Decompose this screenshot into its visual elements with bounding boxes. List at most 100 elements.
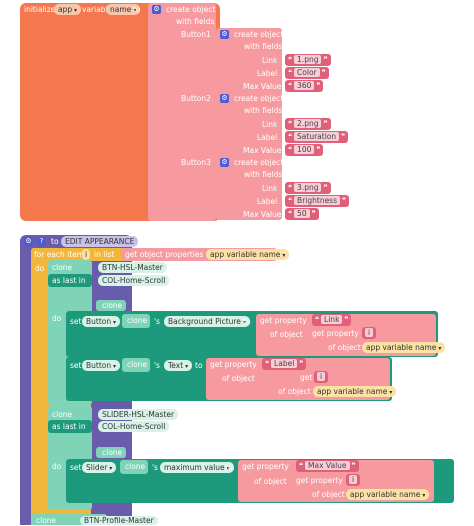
create-object-label: create object <box>234 158 284 167</box>
for-each-label: for each item <box>34 250 85 259</box>
do-label: do <box>35 264 45 273</box>
app-variable-dropdown[interactable]: app variable name <box>346 489 430 500</box>
item-ref[interactable]: i <box>346 474 361 486</box>
procedure-name[interactable]: EDIT APPEARANCE <box>61 236 139 247</box>
field-link-label: Link <box>262 120 278 129</box>
text-dropdown[interactable]: Text <box>164 360 193 371</box>
scope-dropdown[interactable]: app <box>54 4 82 15</box>
of-object-label: of object <box>254 477 287 486</box>
button-component-dropdown[interactable]: Button <box>82 360 121 371</box>
clone-ref-label: clone <box>125 462 146 471</box>
gear-icon[interactable]: ⚙ <box>220 30 229 39</box>
with-fields-label: with fields <box>176 17 215 26</box>
button2-label-value[interactable]: ❝Saturation❞ <box>285 131 349 143</box>
button3-label-value[interactable]: ❝Brightness❞ <box>285 195 350 207</box>
do-label: do <box>52 462 62 471</box>
variable-label: variable <box>82 5 113 14</box>
field-max-label: Max Value <box>243 210 282 219</box>
get-property-label: get property <box>210 360 257 369</box>
gear-icon[interactable]: ⚙ <box>152 5 161 14</box>
field-label-label: Label <box>257 197 278 206</box>
link-string[interactable]: ❝Link❞ <box>312 314 352 326</box>
create-object-label: create object <box>166 5 216 14</box>
s-label: 's <box>154 317 160 326</box>
max-value-string[interactable]: ❝Max Value❞ <box>296 460 359 472</box>
name-dropdown[interactable]: name <box>106 4 141 15</box>
set-label: set <box>70 463 82 472</box>
to-label: to <box>195 361 203 370</box>
set-label: set <box>70 317 82 326</box>
app-variable-dropdown[interactable]: app variable name <box>313 386 397 397</box>
app-variable-dropdown[interactable]: app variable name <box>362 342 446 353</box>
create-object-label: create object <box>234 94 284 103</box>
button3-max-value[interactable]: ❝50❞ <box>285 208 319 220</box>
field-label-label: Label <box>257 133 278 142</box>
help-icon[interactable]: ? <box>37 237 46 246</box>
to-label: to <box>133 5 141 14</box>
field-max-label: Max Value <box>243 146 282 155</box>
clone-ref[interactable] <box>122 358 150 372</box>
proc-to-label: to <box>51 237 59 246</box>
clone-label: clone <box>52 263 73 272</box>
clone-ghost[interactable] <box>96 300 126 311</box>
get-label: get <box>300 373 313 382</box>
initialize-label: initialize <box>24 5 56 14</box>
button3-field-block[interactable] <box>176 156 216 170</box>
item-ref[interactable]: i <box>362 327 377 339</box>
set-label: set <box>70 361 82 370</box>
button2-max-value[interactable]: ❝100❞ <box>285 144 324 156</box>
button2-field-block[interactable] <box>176 92 216 106</box>
as-last-in-block[interactable] <box>48 274 92 287</box>
slider-hsl-component[interactable]: SLIDER-HSL-Master <box>98 409 179 420</box>
get-property-label: get property <box>312 329 359 338</box>
as-last-in-label: as last in <box>52 422 86 431</box>
to-label: to <box>225 463 233 472</box>
btn-hsl-component[interactable]: BTN-HSL-Master <box>98 262 167 273</box>
clone-ref-label: clone <box>127 360 148 369</box>
gear-icon[interactable]: ⚙ <box>220 94 229 103</box>
button3-link-value[interactable]: ❝3.png❞ <box>285 182 331 194</box>
clone-ref-label: clone <box>127 316 148 325</box>
get-property-label: get property <box>296 476 343 485</box>
button2-key: Button2 <box>181 94 211 103</box>
clone-ghost-label: clone <box>102 448 123 457</box>
as-last-in-block[interactable] <box>48 420 92 433</box>
button1-field-block[interactable] <box>176 28 216 42</box>
do-label: do <box>52 314 62 323</box>
of-object-label: of object <box>328 343 361 352</box>
btn-profile-component[interactable]: BTN-Profile-Master <box>80 516 158 525</box>
button3-key: Button3 <box>181 158 211 167</box>
clone-ref[interactable] <box>122 314 150 328</box>
get-props-label: get object properties of <box>125 250 214 259</box>
max-value-dropdown[interactable]: maximum value <box>160 462 234 473</box>
button2-link-value[interactable]: ❝2.png❞ <box>285 118 331 130</box>
col-home-component[interactable]: COL-Home-Scroll <box>98 275 170 286</box>
button-component-dropdown[interactable]: Button <box>82 316 121 327</box>
clone-ref[interactable] <box>120 460 148 474</box>
s-label: 's <box>154 361 160 370</box>
col-home-component[interactable]: COL-Home-Scroll <box>98 421 170 432</box>
clone-block-3[interactable] <box>31 514 107 525</box>
label-string[interactable]: ❝Label❞ <box>262 358 307 370</box>
get-property-label: get property <box>242 462 289 471</box>
gear-icon[interactable]: ⚙ <box>24 237 33 246</box>
button1-link-value[interactable]: ❝1.png❞ <box>285 54 331 66</box>
field-link-label: Link <box>262 184 278 193</box>
slider-component-dropdown[interactable]: Slider <box>82 462 117 473</box>
button1-create-object[interactable] <box>216 28 282 220</box>
field-label-label: Label <box>257 69 278 78</box>
gear-icon[interactable]: ⚙ <box>220 158 229 167</box>
get-property-label: get property <box>260 316 307 325</box>
app-variable-dropdown[interactable]: app variable name <box>206 249 290 260</box>
clone-label: clone <box>52 410 73 419</box>
bg-picture-dropdown[interactable]: Background Picture <box>164 316 250 327</box>
of-object-label: of object <box>222 374 255 383</box>
item-var[interactable]: i <box>82 249 91 260</box>
button1-max-value[interactable]: ❝360❞ <box>285 80 324 92</box>
field-link-label: Link <box>262 56 278 65</box>
button1-label-value[interactable]: ❝Color❞ <box>285 67 329 79</box>
clone-ghost-label: clone <box>102 301 123 310</box>
clone-ghost[interactable] <box>96 447 126 458</box>
of-object-label: of object <box>278 387 311 396</box>
item-ref[interactable]: i <box>314 371 329 383</box>
